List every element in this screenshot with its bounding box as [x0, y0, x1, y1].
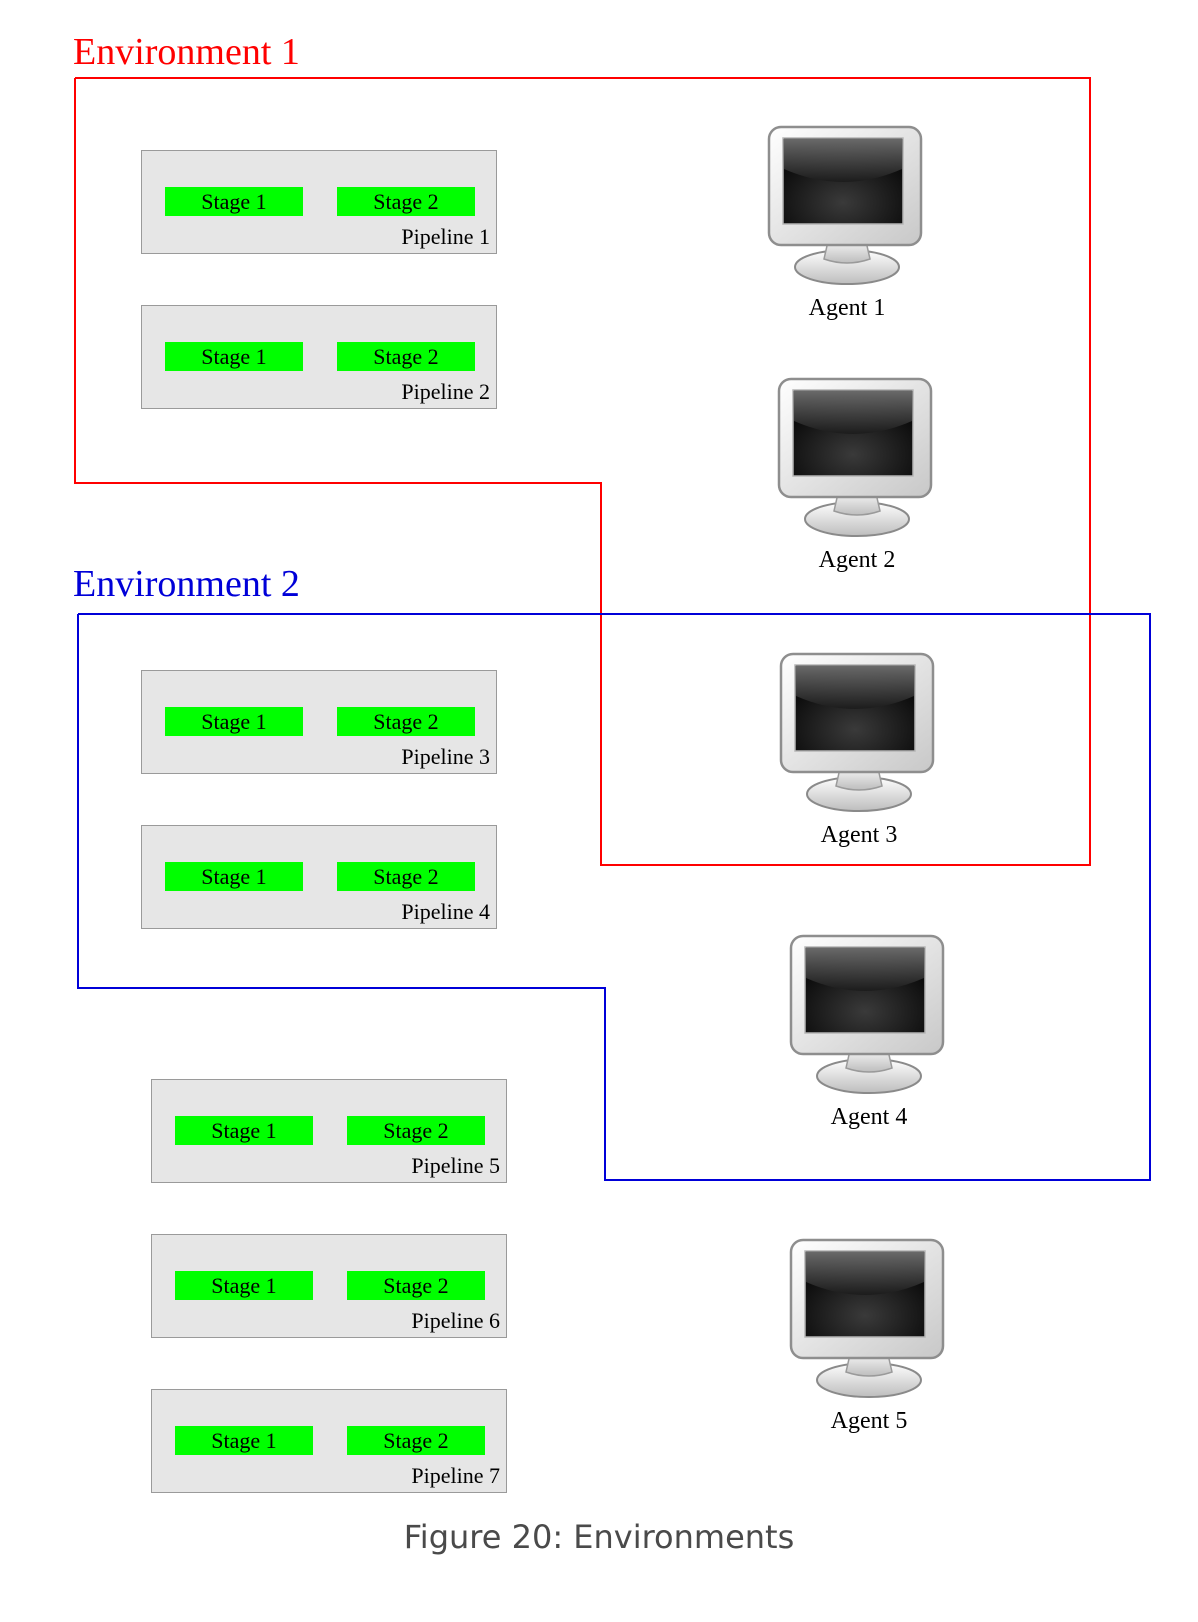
pipeline-4: Stage 1 Stage 2 Pipeline 4 [141, 825, 497, 929]
environment-2-boundary [77, 613, 1151, 1181]
pipeline-label: Pipeline 5 [411, 1153, 500, 1178]
stage-1: Stage 1 [165, 342, 303, 371]
environment-1-title: Environment 1 [73, 31, 300, 73]
stage-2: Stage 2 [337, 862, 475, 891]
agent-1: Agent 1 [767, 125, 927, 325]
agent-label: Agent 1 [808, 295, 886, 321]
pipeline-label: Pipeline 2 [401, 379, 490, 404]
agent-label: Agent 3 [820, 822, 898, 848]
stage-2: Stage 2 [337, 342, 475, 371]
pipeline-1: Stage 1 Stage 2 Pipeline 1 [141, 150, 497, 254]
monitor-icon [779, 652, 935, 812]
agent-4: Agent 4 [789, 934, 949, 1134]
stage-2: Stage 2 [347, 1116, 485, 1145]
pipeline-label: Pipeline 1 [401, 224, 490, 249]
pipeline-label: Pipeline 3 [401, 744, 490, 769]
stage-2: Stage 2 [337, 187, 475, 216]
environment-1-boundary [74, 77, 1091, 866]
agent-5: Agent 5 [789, 1238, 949, 1438]
pipeline-5: Stage 1 Stage 2 Pipeline 5 [151, 1079, 507, 1183]
pipeline-label: Pipeline 7 [411, 1463, 500, 1488]
stage-1: Stage 1 [175, 1426, 313, 1455]
monitor-icon [767, 125, 923, 285]
stage-2: Stage 2 [347, 1271, 485, 1300]
stage-1: Stage 1 [175, 1271, 313, 1300]
pipeline-3: Stage 1 Stage 2 Pipeline 3 [141, 670, 497, 774]
stage-1: Stage 1 [165, 187, 303, 216]
agent-label: Agent 4 [830, 1104, 908, 1130]
agent-label: Agent 5 [830, 1408, 908, 1434]
stage-1: Stage 1 [165, 862, 303, 891]
monitor-icon [777, 377, 933, 537]
agent-3: Agent 3 [779, 652, 939, 852]
pipeline-label: Pipeline 6 [411, 1308, 500, 1333]
agent-2: Agent 2 [777, 377, 937, 577]
stage-1: Stage 1 [165, 707, 303, 736]
monitor-icon [789, 934, 945, 1094]
environment-2-title: Environment 2 [73, 563, 300, 605]
figure-caption: Figure 20: Environments [403, 1518, 795, 1556]
stage-2: Stage 2 [347, 1426, 485, 1455]
agent-label: Agent 2 [818, 547, 896, 573]
pipeline-7: Stage 1 Stage 2 Pipeline 7 [151, 1389, 507, 1493]
stage-1: Stage 1 [175, 1116, 313, 1145]
pipeline-label: Pipeline 4 [401, 899, 490, 924]
pipeline-2: Stage 1 Stage 2 Pipeline 2 [141, 305, 497, 409]
pipeline-6: Stage 1 Stage 2 Pipeline 6 [151, 1234, 507, 1338]
stage-2: Stage 2 [337, 707, 475, 736]
monitor-icon [789, 1238, 945, 1398]
